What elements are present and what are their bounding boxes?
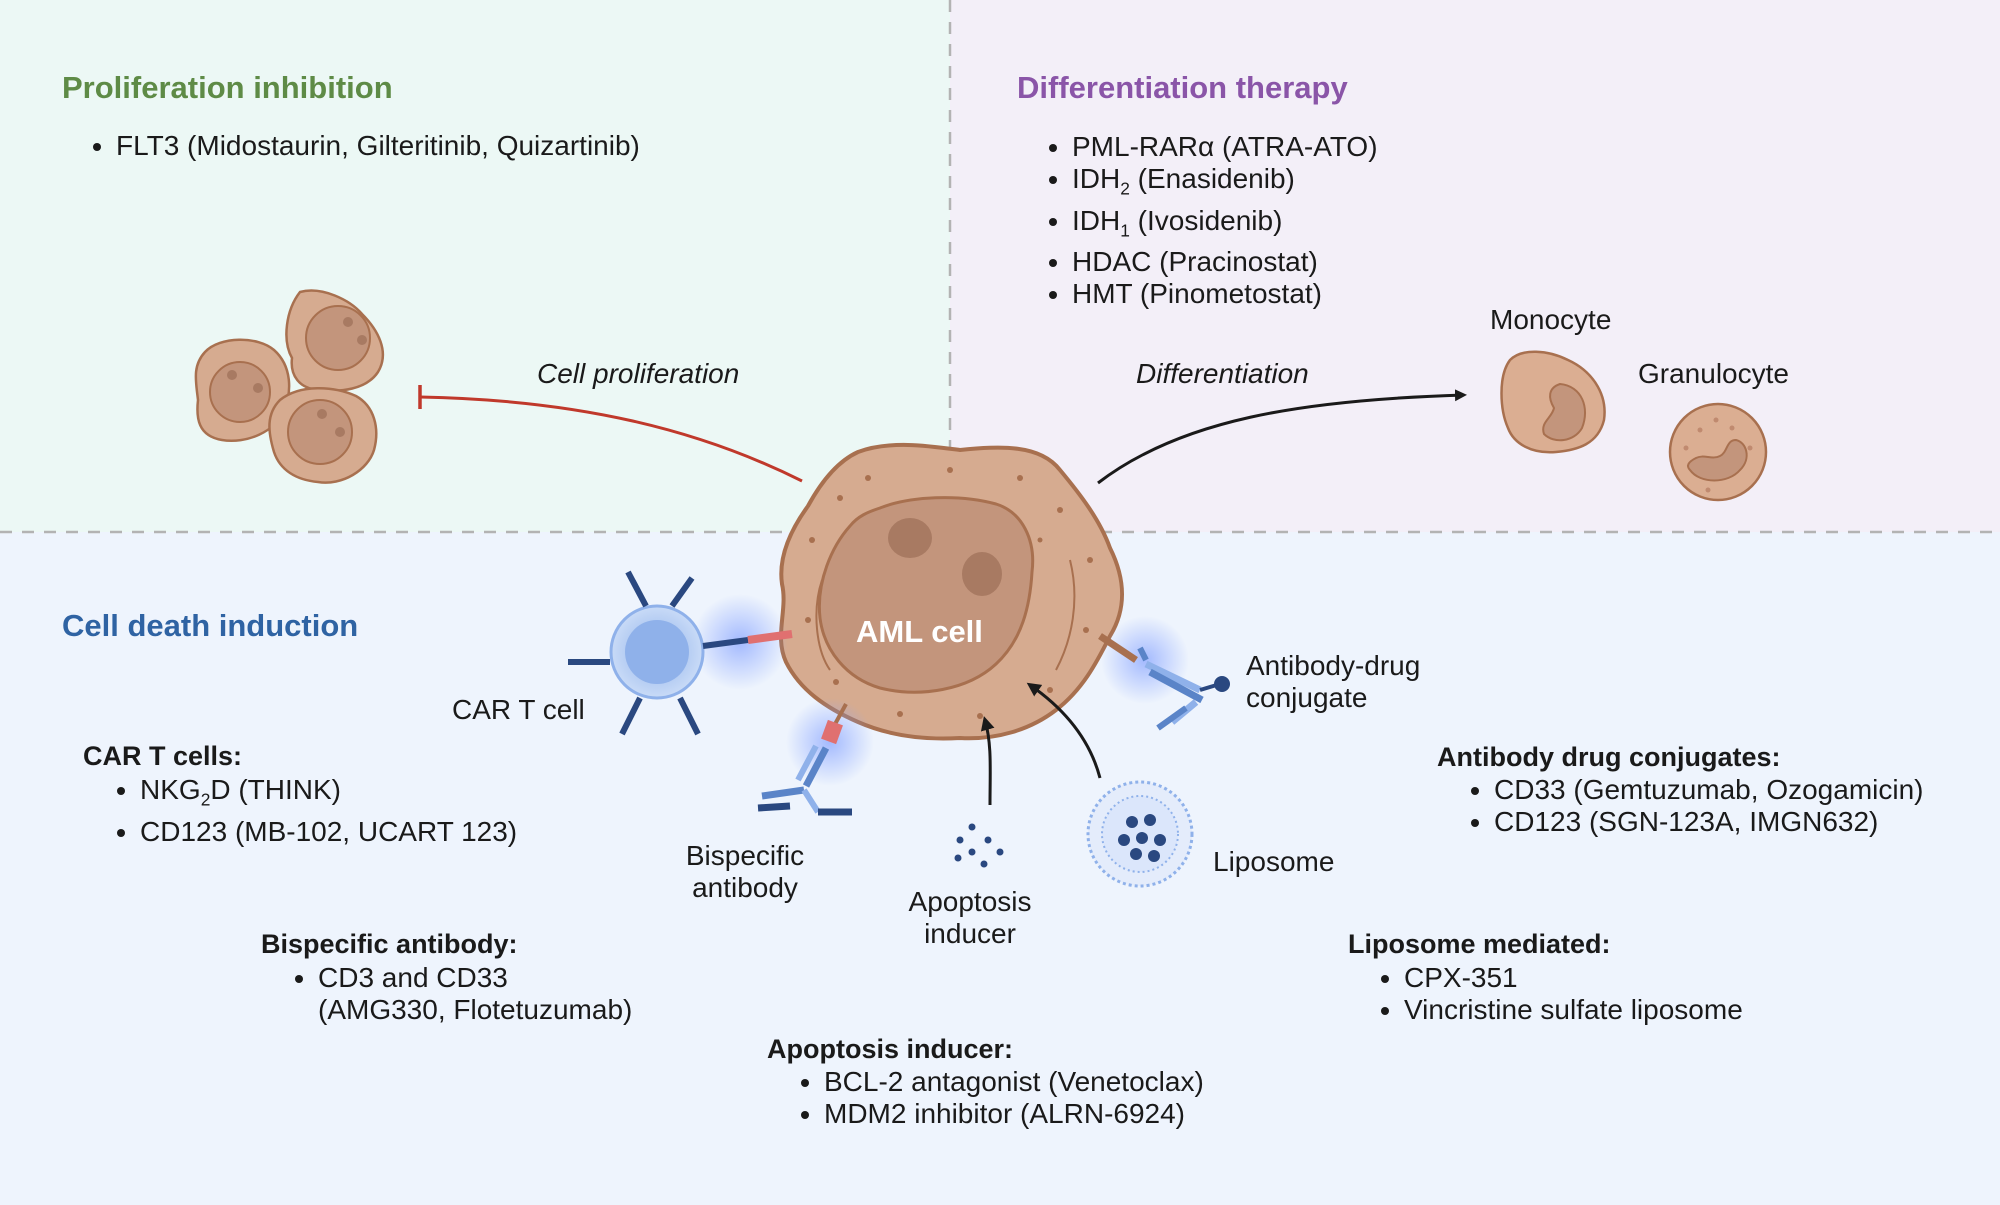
monocyte-label: Monocyte xyxy=(1490,304,1612,335)
list-item: HMT (Pinometostat) xyxy=(1072,278,1378,310)
list-item: IDH1 (Ivosidenib) xyxy=(1072,205,1378,247)
car-t-group-list: NKG2D (THINK) CD123 (MB-102, UCART 123) xyxy=(82,774,517,848)
car-t-cell-label: CAR T cell xyxy=(452,694,585,725)
list-item: CPX-351 xyxy=(1404,962,1743,994)
panel-proliferation xyxy=(0,0,950,532)
list-item: Vincristine sulfate liposome xyxy=(1404,994,1743,1026)
granulocyte-label: Granulocyte xyxy=(1638,358,1789,389)
list-item: CD33 (Gemtuzumab, Ozogamicin) xyxy=(1494,774,1923,806)
proliferation-inhibition-line xyxy=(419,395,803,483)
list-item: HDAC (Pracinostat) xyxy=(1072,246,1378,278)
adc-group-list: CD33 (Gemtuzumab, Ozogamicin) CD123 (SGN… xyxy=(1436,774,1923,838)
liposome-label: Liposome xyxy=(1213,846,1335,877)
list-item: CD123 (MB-102, UCART 123) xyxy=(140,816,517,848)
list-item: MDM2 inhibitor (ALRN-6924) xyxy=(824,1098,1204,1130)
aml-cell-label: AML cell xyxy=(856,614,983,649)
list-item: IDH2 (Enasidenib) xyxy=(1072,163,1378,205)
list-item: CD123 (SGN-123A, IMGN632) xyxy=(1494,806,1923,838)
liposome-group-list: CPX-351 Vincristine sulfate liposome xyxy=(1346,962,1743,1026)
antibody-drug-conjugate-icon xyxy=(1098,616,1230,731)
liposome-arrow xyxy=(1026,682,1102,779)
differentiation-arrow xyxy=(1097,389,1467,485)
apoptosis-inducer-icon xyxy=(954,823,1004,868)
panel-differentiation xyxy=(950,0,2000,532)
list-item: BCL-2 antagonist (Venetoclax) xyxy=(824,1066,1204,1098)
list-item: FLT3 (Midostaurin, Gilteritinib, Quizart… xyxy=(116,130,640,162)
car-t-group-title: CAR T cells: xyxy=(83,741,243,771)
bispecific-antibody-icon xyxy=(757,698,874,816)
apoptosis-group-list: BCL-2 antagonist (Venetoclax) MDM2 inhib… xyxy=(766,1066,1204,1130)
cell-death-title: Cell death induction xyxy=(62,608,359,643)
liposome-group-title: Liposome mediated: xyxy=(1348,929,1611,959)
car-t-cell-icon xyxy=(568,570,793,736)
proliferation-list: FLT3 (Midostaurin, Gilteritinib, Quizart… xyxy=(58,130,640,162)
bispecific-group-list: CD3 and CD33(AMG330, Flotetuzumab) xyxy=(260,962,632,1026)
list-item: NKG2D (THINK) xyxy=(140,774,517,816)
bispecific-group-title: Bispecific antibody: xyxy=(261,929,518,959)
list-item: PML-RARα (ATRA-ATO) xyxy=(1072,131,1378,163)
liposome-icon xyxy=(1086,780,1194,888)
apoptosis-group-title: Apoptosis inducer: xyxy=(767,1034,1014,1064)
aml-cell-icon xyxy=(778,442,1124,741)
adc-group-title: Antibody drug conjugates: xyxy=(1437,742,1781,772)
differentiation-title: Differentiation therapy xyxy=(1017,70,1348,105)
differentiation-list: PML-RARα (ATRA-ATO) IDH2 (Enasidenib) ID… xyxy=(1014,131,1378,310)
cell-proliferation-label: Cell proliferation xyxy=(537,358,740,389)
monocyte-icon xyxy=(1500,350,1606,454)
proliferating-cells-icon xyxy=(194,289,384,484)
proliferation-title: Proliferation inhibition xyxy=(62,70,393,105)
granulocyte-icon xyxy=(1668,402,1768,502)
differentiation-label: Differentiation xyxy=(1136,358,1309,389)
apoptosis-arrow xyxy=(980,716,995,806)
list-item: CD3 and CD33(AMG330, Flotetuzumab) xyxy=(318,962,632,1026)
